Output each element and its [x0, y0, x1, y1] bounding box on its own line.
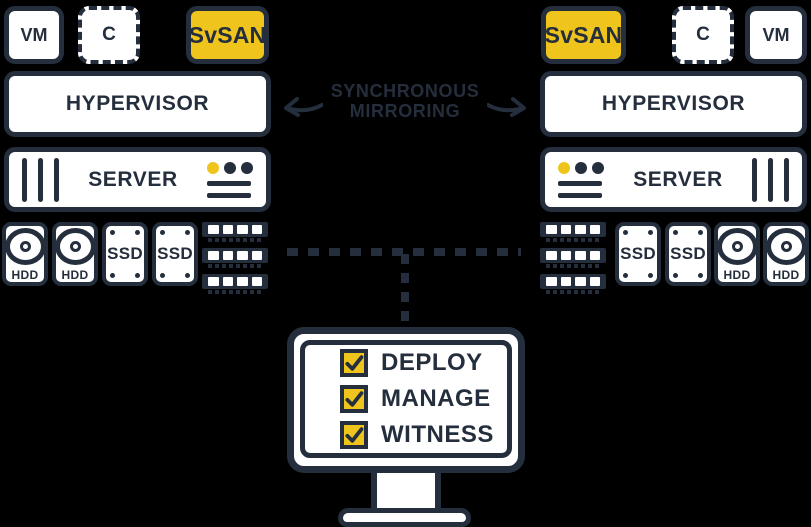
site-b-server-label: SERVER [633, 167, 723, 191]
ram-module-icon [202, 274, 268, 296]
screw-icon [623, 230, 628, 235]
screw-icon [623, 273, 628, 278]
monitor-base [338, 508, 471, 527]
screw-icon [135, 230, 140, 235]
checkmark-icon [345, 355, 364, 371]
checkmark-icon [345, 391, 364, 407]
hdd-label: HDD [772, 268, 800, 282]
server-led-lights-icon [558, 161, 604, 174]
site-b-ssd-1: SSD [615, 222, 661, 286]
screw-icon [673, 230, 678, 235]
site-b-hdd-1: HDD [714, 222, 760, 286]
site-a-server-label: SERVER [88, 167, 178, 191]
site-b-ssd-2: SSD [665, 222, 711, 286]
site-b-vm-label: VM [762, 24, 790, 45]
screw-icon [110, 273, 115, 278]
screw-icon [160, 230, 165, 235]
checklist-item-deploy: DEPLOY [340, 349, 507, 377]
site-a-container-box: C [78, 6, 140, 64]
site-a-svsan-label: SvSAN [188, 21, 267, 48]
site-a-container-label: C [102, 24, 116, 45]
site-a-ssd-2: SSD [152, 222, 198, 286]
monitor-screen: DEPLOY MANAGE WITNESS [300, 340, 512, 458]
checklist-label: WITNESS [381, 421, 494, 448]
ram-module-icon [540, 274, 606, 296]
site-a-hdd-1: HDD [2, 222, 48, 286]
site-b-svsan-label: SvSAN [544, 21, 623, 48]
screw-icon [698, 273, 703, 278]
site-b-hypervisor-label: HYPERVISOR [601, 92, 746, 115]
ram-module-icon [202, 222, 268, 244]
ssd-label: SSD [620, 244, 656, 263]
ssd-label: SSD [157, 244, 193, 263]
site-a-vm-box: VM [4, 6, 64, 64]
checked-checkbox-icon [340, 349, 368, 377]
server-led-lights-icon [207, 161, 253, 174]
server-vent-bars-icon [22, 157, 59, 202]
hdd-platter-icon [716, 228, 758, 265]
site-a-vm-label: VM [20, 24, 48, 45]
site-b-server-box: SERVER [540, 147, 807, 212]
screw-icon [185, 273, 190, 278]
hdd-platter-icon [765, 228, 807, 265]
sync-line-2: MIRRORING [349, 101, 461, 121]
hdd-platter-icon [54, 228, 96, 265]
ssd-label: SSD [107, 244, 143, 263]
ram-module-icon [540, 248, 606, 270]
hdd-platter-icon [4, 228, 46, 265]
witness-link-dashed-line [401, 254, 409, 322]
site-b-container-box: C [672, 6, 734, 64]
screw-icon [185, 230, 190, 235]
site-a-ssd-1: SSD [102, 222, 148, 286]
arrow-left-icon [284, 97, 323, 117]
server-front-panel-icon [207, 161, 253, 198]
arrow-right-icon [487, 97, 526, 117]
checklist-label: MANAGE [381, 385, 491, 412]
sync-line-1: SYNCHRONOUS [330, 81, 480, 101]
site-a-svsan-box: SvSAN [186, 6, 269, 64]
site-a-hypervisor-box: HYPERVISOR [4, 71, 271, 137]
site-a-server-box: SERVER [4, 147, 271, 212]
checked-checkbox-icon [340, 421, 368, 449]
checklist-label: DEPLOY [381, 349, 483, 376]
checkmark-icon [345, 427, 364, 443]
hdd-label: HDD [723, 268, 751, 282]
checklist-item-manage: MANAGE [340, 385, 507, 413]
mirror-link-dashed-line [287, 248, 521, 256]
screw-icon [160, 273, 165, 278]
screw-icon [648, 273, 653, 278]
server-vent-bars-icon [752, 157, 789, 202]
server-front-panel-icon [558, 161, 604, 198]
ssd-label: SSD [670, 244, 706, 263]
ram-module-icon [202, 248, 268, 270]
site-b-container-label: C [696, 24, 710, 45]
screw-icon [135, 273, 140, 278]
site-b-svsan-box: SvSAN [541, 6, 626, 64]
checked-checkbox-icon [340, 385, 368, 413]
screw-icon [110, 230, 115, 235]
checklist-item-witness: WITNESS [340, 421, 507, 449]
screw-icon [698, 230, 703, 235]
site-b-hypervisor-box: HYPERVISOR [540, 71, 807, 137]
hdd-label: HDD [11, 268, 39, 282]
witness-monitor: DEPLOY MANAGE WITNESS [287, 327, 525, 473]
screw-icon [673, 273, 678, 278]
synchronous-mirroring-label: SYNCHRONOUS MIRRORING [303, 81, 507, 121]
hdd-label: HDD [61, 268, 89, 282]
site-b-hdd-2: HDD [763, 222, 809, 286]
site-b-vm-box: VM [745, 6, 807, 64]
site-a-hypervisor-label: HYPERVISOR [65, 92, 210, 115]
screw-icon [648, 230, 653, 235]
site-a-hdd-2: HDD [52, 222, 98, 286]
ram-module-icon [540, 222, 606, 244]
